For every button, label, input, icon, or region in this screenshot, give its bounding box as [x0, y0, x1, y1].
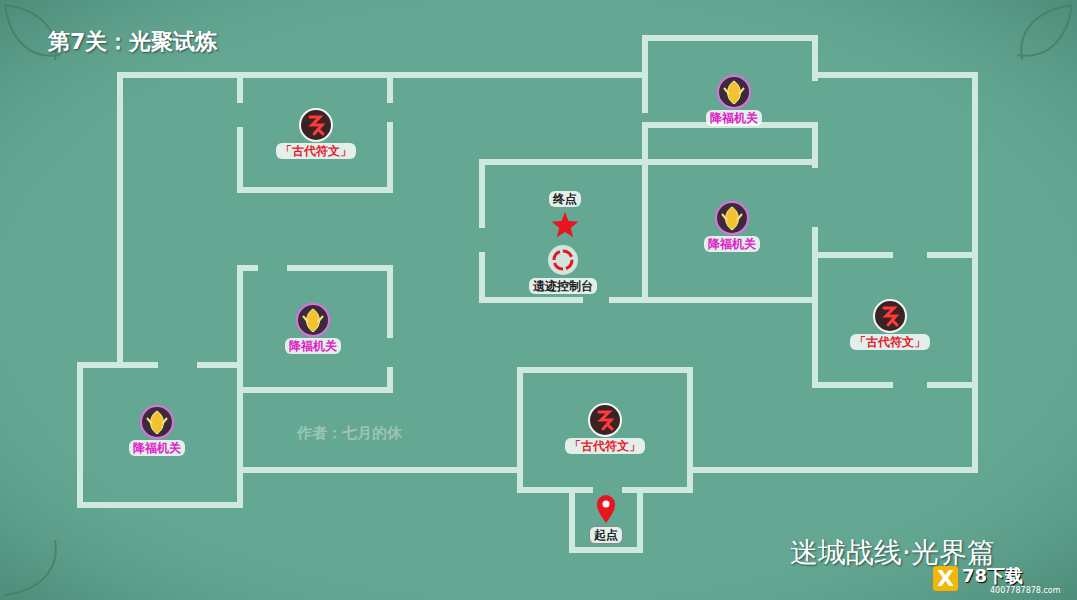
bless-flame	[307, 309, 320, 332]
console-marker: 遗迹控制台	[529, 242, 597, 294]
corner-ornament	[1017, 5, 1072, 60]
pin-icon	[588, 490, 624, 526]
rune-icon	[298, 107, 334, 143]
star-icon	[547, 207, 583, 243]
rune-marker: 「古代符文」	[276, 107, 356, 159]
marker-label: 起点	[589, 526, 623, 544]
bless-flame	[726, 207, 739, 230]
bless-flame	[728, 81, 741, 104]
marker-label: 「古代符文」	[565, 438, 645, 454]
watermark-url: 4007787878.com	[990, 586, 1061, 595]
bless-wings	[724, 88, 744, 94]
rune-icon	[872, 298, 908, 334]
marker-label: 终点	[549, 191, 581, 207]
bless-wings	[303, 316, 323, 322]
bless-icon	[139, 404, 175, 440]
bless-disc	[716, 202, 748, 234]
bless-icon	[716, 74, 752, 110]
rune-glyph	[884, 308, 897, 325]
bless-marker: 降福机关	[129, 404, 185, 456]
marker-label: 降福机关	[285, 338, 341, 354]
start-pin	[597, 495, 615, 523]
bless-wings	[147, 418, 167, 424]
rune-disc	[589, 404, 621, 436]
console-glow	[548, 245, 578, 275]
marker-label: 遗迹控制台	[529, 278, 597, 294]
rune-glyph	[599, 412, 612, 429]
bless-marker: 降福机关	[285, 302, 341, 354]
logo-mark: X	[933, 566, 958, 591]
console-icon	[545, 242, 581, 278]
bless-marker: 降福机关	[704, 200, 760, 252]
marker-label: 降福机关	[129, 440, 185, 456]
rune-icon	[587, 402, 623, 438]
bless-wings	[722, 214, 742, 220]
bless-marker: 降福机关	[706, 74, 762, 126]
bless-icon	[295, 302, 331, 338]
bless-disc	[297, 304, 329, 336]
marker-label: 「古代符文」	[850, 334, 930, 350]
watermark: 78下载	[962, 564, 1023, 588]
marker-label: 降福机关	[704, 236, 760, 252]
author-credit: 作者：七月的休	[297, 424, 402, 443]
bless-disc	[718, 76, 750, 108]
corner-ornament	[5, 540, 56, 595]
bless-disc	[141, 406, 173, 438]
marker-label: 「古代符文」	[276, 143, 356, 159]
rune-disc	[300, 109, 332, 141]
rune-marker: 「古代符文」	[565, 402, 645, 454]
rune-marker: 「古代符文」	[850, 298, 930, 350]
marker-label: 降福机关	[706, 110, 762, 126]
level-title: 第7关：光聚试炼	[48, 27, 217, 57]
rune-disc	[874, 300, 906, 332]
rune-glyph	[310, 117, 323, 134]
goal-star	[552, 212, 579, 237]
bless-flame	[151, 411, 164, 434]
star-marker: 终点	[547, 191, 583, 243]
pin-hole	[603, 501, 610, 508]
bless-icon	[714, 200, 750, 236]
corner-ornament	[5, 5, 1072, 595]
console-ring	[554, 251, 572, 269]
pin-marker: 起点	[588, 490, 624, 544]
maze-walls	[80, 38, 975, 550]
